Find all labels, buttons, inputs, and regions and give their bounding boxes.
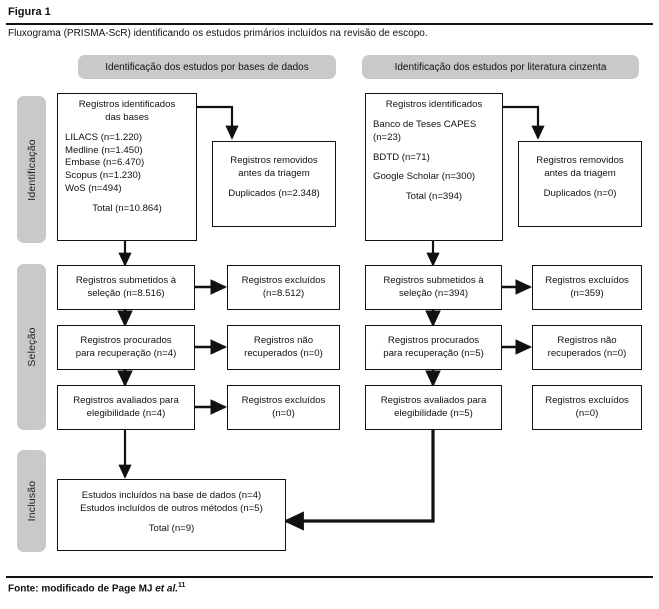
grey-screened-line2: seleção (n=394) [398,287,469,299]
db-identified-title-line2: das bases [105,111,149,123]
db-screened-line1: Registros submetidos à [75,274,177,286]
db-assessed-excluded-line1: Registros excluídos [241,394,326,406]
phase-inclusao: Inclusão [17,450,46,552]
box-studies-included: Estudos incluídos na base de dados (n=4)… [57,479,286,551]
db-identified-title-line1: Registros identificados [78,99,176,110]
grey-assessed-excluded-line2: (n=0) [575,407,599,419]
grey-not-retrieved-line2: recuperados (n=0) [547,347,627,359]
box-records-removed-grey: Registros removidos antes da triagem Dup… [518,141,642,227]
box-records-assessed-grey: Registros avaliados para elegibilidade (… [365,385,502,430]
figure-label: Figura 1 [8,6,51,18]
db-removed-line2: antes da triagem [238,167,310,179]
db-assessed-line2: elegibilidade (n=4) [86,407,166,419]
figure-source-italic: et al. [155,583,179,595]
column-header-bases-de-dados: Identificação dos estudos por bases de d… [78,55,336,79]
db-removed-line1: Registros removidos [230,155,318,166]
box-records-sought-grey: Registros procurados para recuperação (n… [365,325,502,370]
figure-source-superscript: 11 [178,582,186,589]
db-source-medline: Medline (n=1.450) [65,144,143,156]
db-assessed-line1: Registros avaliados para [73,394,179,406]
grey-sought-line2: para recuperação (n=5) [383,347,484,359]
box-records-sought-databases: Registros procurados para recuperação (n… [57,325,195,370]
box-records-not-retrieved-databases: Registros não recuperados (n=0) [227,325,340,370]
grey-sought-line1: Registros procurados [387,334,480,346]
db-source-scopus: Scopus (n=1.230) [65,170,142,182]
grey-source-google-scholar: Google Scholar (n=300) [373,171,476,183]
db-sought-line1: Registros procurados [80,334,172,346]
figure-source: Fonte: modificado de Page MJ et al.11 [8,582,185,594]
grey-removed-line2: antes da triagem [544,167,616,179]
grey-screened-excluded-line1: Registros excluídos [545,274,629,286]
box-records-excluded-screening-grey: Registros excluídos (n=359) [532,265,642,310]
phase-identificacao: Identificação [17,96,46,243]
db-screened-excluded-line1: Registros excluídos [241,274,326,286]
grey-removed-duplicates: Duplicados (n=0) [543,187,617,199]
box-records-removed-databases: Registros removidos antes da triagem Dup… [212,141,336,227]
grey-screened-line1: Registros submetidos à [383,274,484,286]
included-line2: Estudos incluídos de outros métodos (n=5… [80,502,263,514]
figure-source-prefix: Fonte: modificado de Page MJ [8,583,156,595]
header-divider [6,23,653,25]
db-screened-line2: seleção (n=8.516) [87,287,165,299]
grey-screened-excluded-line2: (n=359) [570,287,604,299]
box-records-excluded-eligibility-grey: Registros excluídos (n=0) [532,385,642,430]
box-records-screened-databases: Registros submetidos à seleção (n=8.516) [57,265,195,310]
grey-not-retrieved-line1: Registros não [557,334,617,346]
box-records-assessed-databases: Registros avaliados para elegibilidade (… [57,385,195,430]
db-source-lilacs: LILACS (n=1.220) [65,131,143,143]
grey-source-capes: Banco de Teses CAPES [373,118,477,130]
db-removed-duplicates: Duplicados (n=2.348) [228,187,320,199]
grey-source-bdtd: BDTD (n=71) [373,151,430,163]
included-line1: Estudos incluídos na base de dados (n=4) [81,490,262,501]
db-source-wos: WoS (n=494) [65,183,122,195]
figure-caption: Fluxograma (PRISMA-ScR) identificando os… [8,28,428,39]
column-header-literatura-cinzenta: Identificação dos estudos por literatura… [362,55,639,79]
footer-divider [6,576,653,578]
grey-assessed-line1: Registros avaliados para [380,394,487,406]
box-records-excluded-screening-databases: Registros excluídos (n=8.512) [227,265,340,310]
db-source-embase: Embase (n=6.470) [65,157,145,169]
box-records-screened-grey: Registros submetidos à seleção (n=394) [365,265,502,310]
box-records-excluded-eligibility-databases: Registros excluídos (n=0) [227,385,340,430]
db-not-retrieved-line1: Registros não [253,334,314,346]
phase-label-selecao: Seleção [25,327,38,367]
phase-label-identificacao: Identificação [25,138,38,201]
phase-selecao: Seleção [17,264,46,430]
grey-assessed-line2: elegibilidade (n=5) [394,407,473,419]
grey-assessed-excluded-line1: Registros excluídos [545,394,629,406]
grey-identified-title-line1: Registros identificados [385,99,483,110]
column-header-bases-de-dados-label: Identificação dos estudos por bases de d… [105,61,309,73]
db-sought-line2: para recuperação (n=4) [75,347,177,359]
column-header-literatura-cinzenta-label: Identificação dos estudos por literatura… [394,61,607,73]
db-assessed-excluded-line2: (n=0) [272,407,295,419]
box-records-identified-databases: Registros identificados das bases LILACS… [57,93,197,241]
db-not-retrieved-line2: recuperados (n=0) [244,347,323,359]
grey-source-capes-n: (n=23) [373,131,401,143]
box-records-not-retrieved-grey: Registros não recuperados (n=0) [532,325,642,370]
db-identified-total: Total (n=10.864) [92,202,162,214]
box-records-identified-grey: Registros identificados Banco de Teses C… [365,93,503,241]
grey-removed-line1: Registros removidos [536,155,624,166]
included-total: Total (n=9) [148,522,195,534]
phase-label-inclusao: Inclusão [25,480,38,522]
grey-identified-total: Total (n=394) [405,191,463,203]
db-screened-excluded-line2: (n=8.512) [262,287,305,299]
